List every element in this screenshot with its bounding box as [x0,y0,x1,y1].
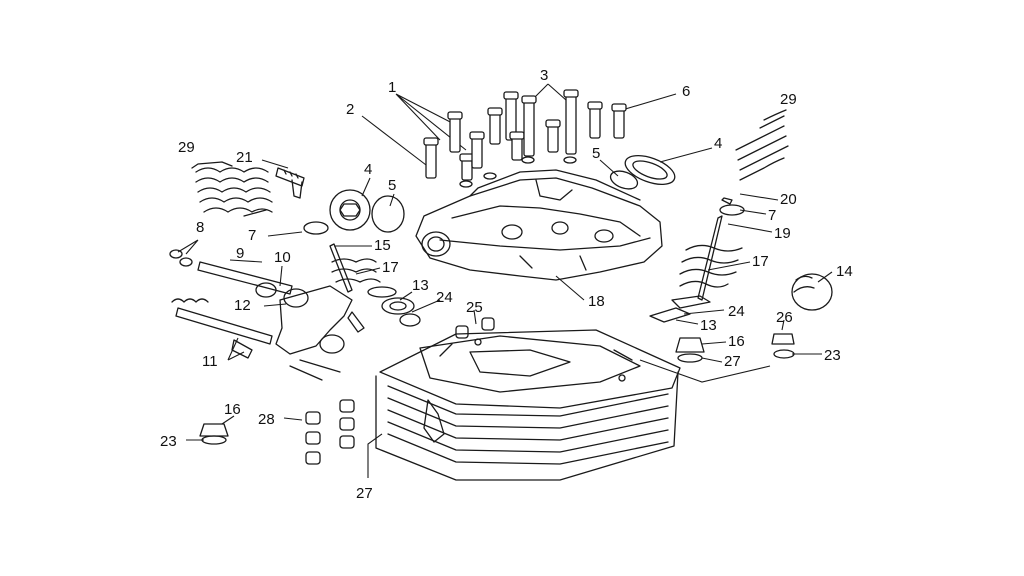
callout-27-right: 27 [724,353,741,370]
leader-lines [177,83,833,478]
callout-23-right: 23 [824,347,841,364]
callout-7-left: 7 [248,227,256,244]
valve-spring-left [191,161,273,217]
valve-assembly-left [329,243,421,327]
spark-plug [275,167,305,199]
callout-24-right: 24 [728,303,745,320]
callout-12: 12 [234,297,251,314]
callout-11: 11 [202,353,218,370]
cylinder-block [375,329,681,481]
callout-24-left: 24 [436,289,453,306]
callout-27-bottom: 27 [356,485,373,502]
callout-5-left: 5 [388,177,396,194]
valve-caps-left [303,189,405,235]
valve-spring-right [735,109,789,181]
callout-18: 18 [588,293,605,310]
callout-8: 8 [196,219,204,236]
callout-14: 14 [836,263,853,280]
head-bolts [423,89,627,188]
valve-assembly-right [649,197,745,323]
callout-9: 9 [236,245,244,262]
callout-15: 15 [374,237,391,254]
callout-3: 3 [540,67,548,84]
callout-16-right: 16 [728,333,745,350]
callout-29-left: 29 [178,139,195,156]
callout-25: 25 [466,299,483,316]
callout-5-right: 5 [592,145,600,162]
fasteners [199,273,833,465]
callout-1: 1 [388,79,396,96]
callout-labels: 1 2 3 6 29 29 21 4 5 5 4 20 7 7 8 15 19 … [160,67,853,502]
callout-17-left: 17 [382,259,399,276]
callout-21: 21 [236,149,253,166]
callout-29-right: 29 [780,91,797,108]
callout-19: 19 [774,225,791,242]
callout-28: 28 [258,411,275,428]
callout-2: 2 [346,101,354,118]
callout-4-left: 4 [364,161,372,178]
callout-17-right: 17 [752,253,769,270]
callout-20: 20 [780,191,797,208]
callout-10: 10 [274,249,291,266]
callout-13-left: 13 [412,277,429,294]
callout-23-left: 23 [160,433,177,450]
callout-16-left: 16 [224,401,241,418]
valve-caps-right [609,154,676,190]
rocker-arm-assembly [169,249,365,381]
callout-6: 6 [682,83,690,100]
callout-13-right: 13 [700,317,717,334]
callout-26: 26 [776,309,793,326]
callout-4-right: 4 [714,135,722,152]
cylinder-head [415,169,663,281]
callout-7-right: 7 [768,207,776,224]
